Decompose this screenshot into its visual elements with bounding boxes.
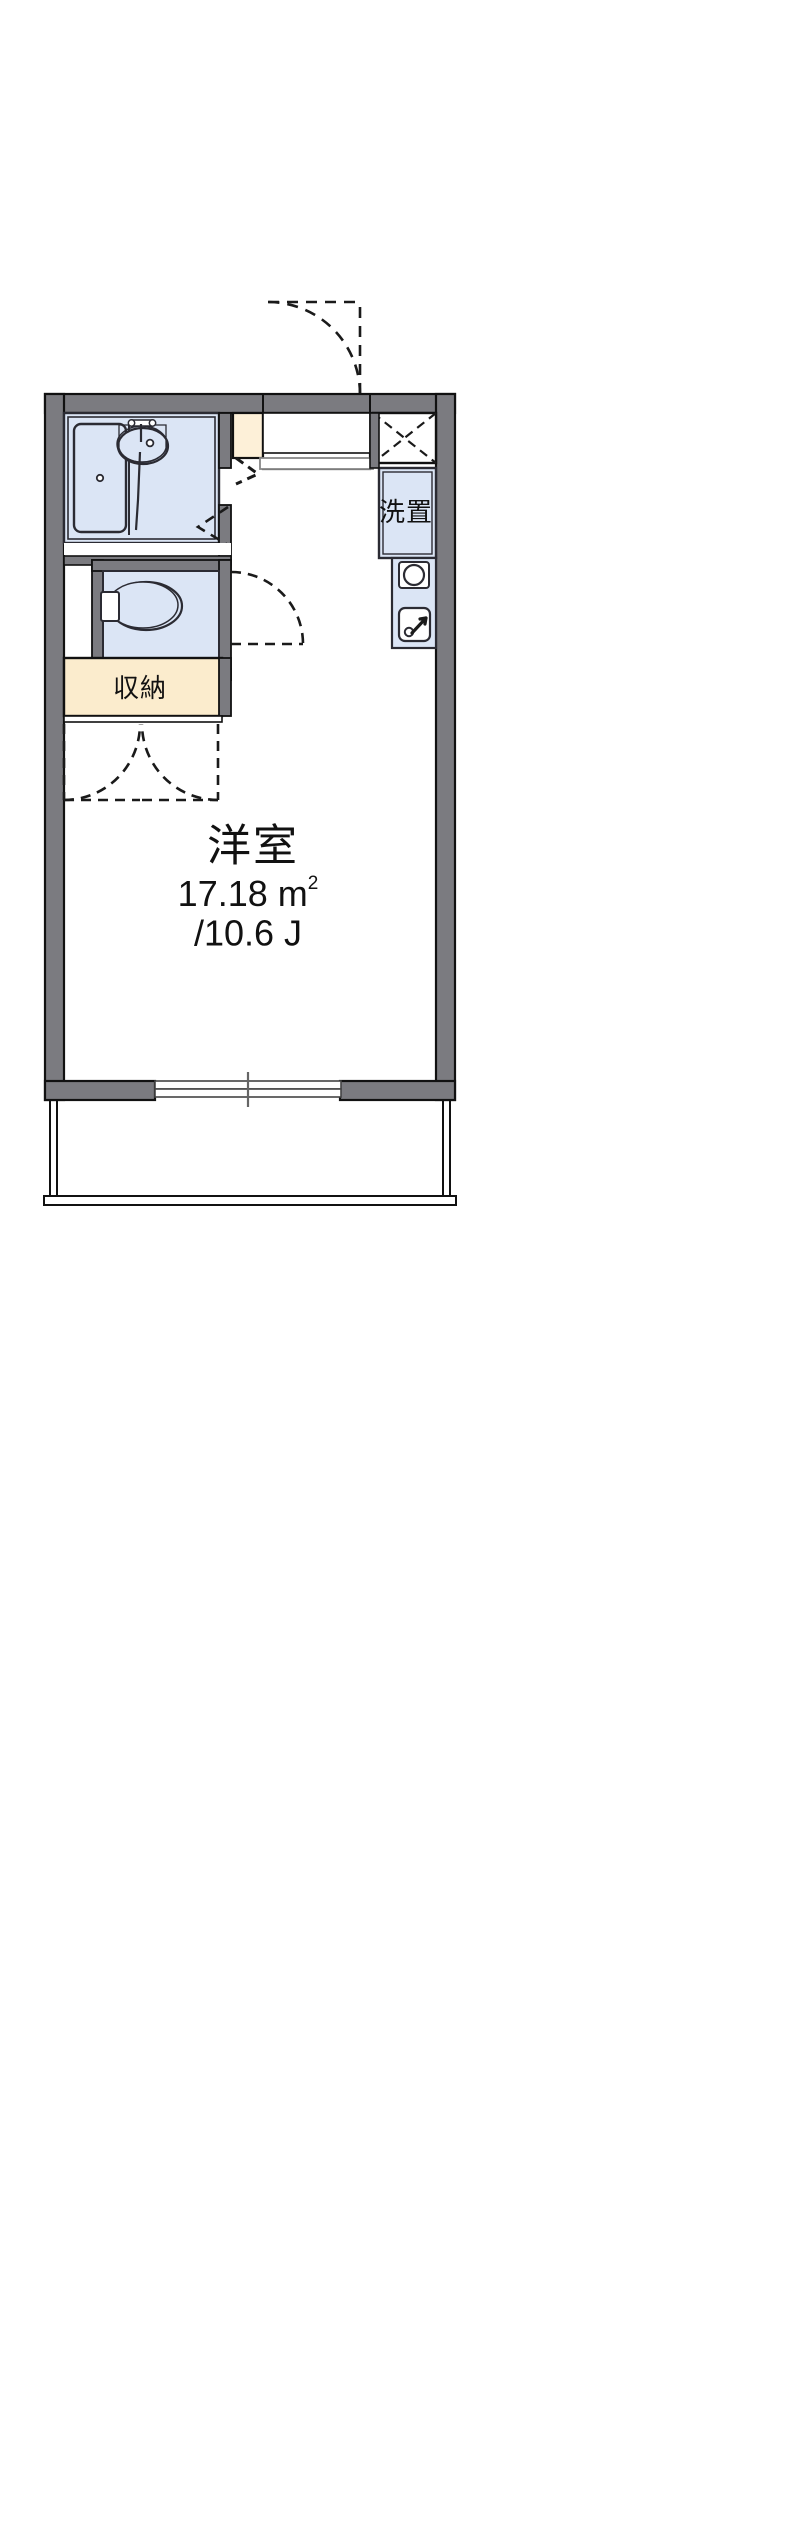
unit-bath-door-swing [195,505,229,547]
balcony-railing [43,1195,457,1206]
main-room-area-sqm: 17.18 m2 [178,873,319,914]
entrance-door-swing [267,300,362,395]
closet-doors-swing [62,723,220,802]
bathtub-icon [72,422,128,534]
kitchen-sink-icon [397,606,432,643]
unit-bath-room [62,411,221,545]
main-room-label: 洋室 [207,822,299,871]
storage-closet [62,656,232,723]
shower-head-icon [134,451,142,531]
entry-genkan [231,394,374,471]
balcony [43,1100,457,1206]
wash-basin-icon [116,419,170,466]
kitchen-column [377,466,438,650]
exterior-wall [43,392,457,1102]
main-room-area-jo: /10.6 J [194,913,302,954]
toilet-icon [100,580,184,632]
stove-burner-icon [398,561,430,589]
toilet-door-swing [230,570,305,646]
toilet-room [91,559,232,681]
balcony-window [154,1072,342,1107]
bath-lower-gap [64,543,231,555]
storage-label: 収納 [113,673,167,703]
washer-space-label: 洗置 [379,497,433,527]
kitchen-wall-stub [369,412,380,469]
shoe-cabinet [371,411,438,465]
